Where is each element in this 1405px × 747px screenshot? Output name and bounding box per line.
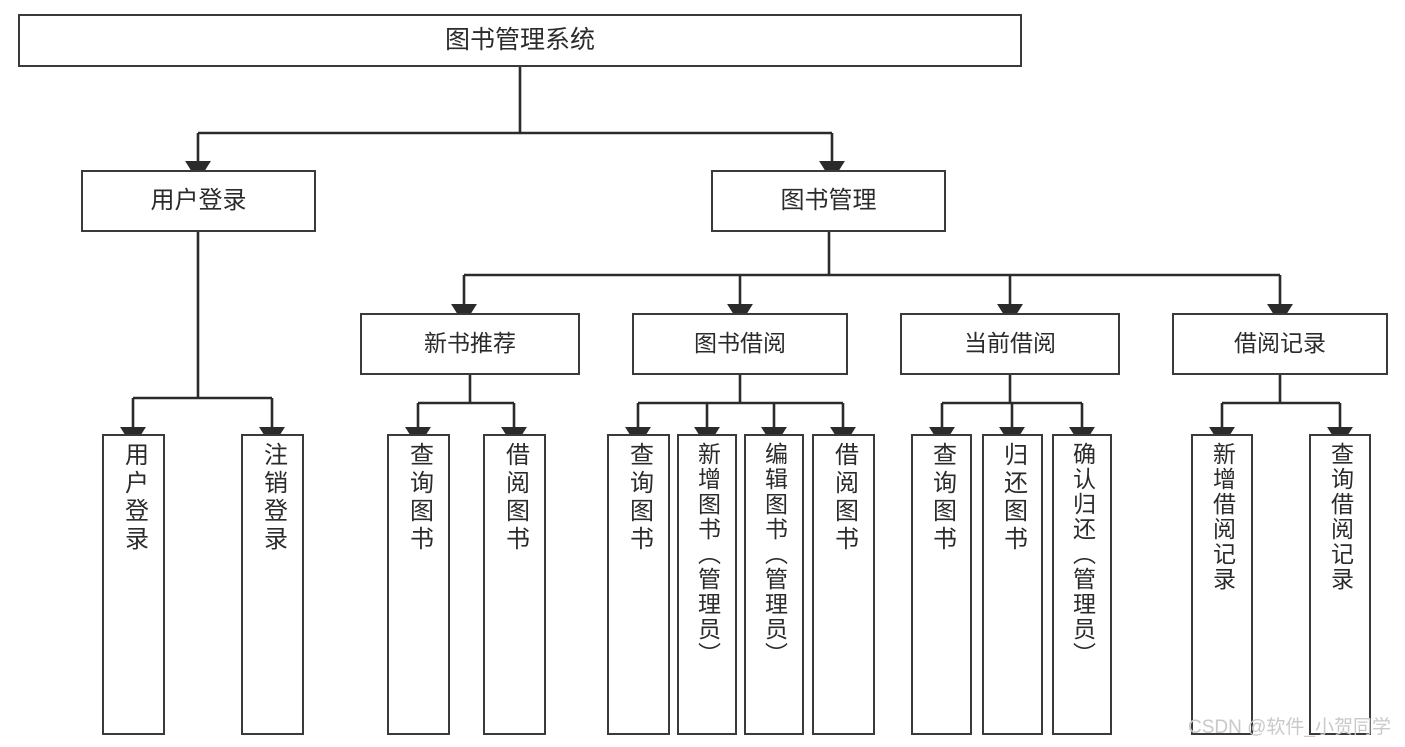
node-label: 新书推荐 [424, 330, 516, 357]
node-label: 新增图书（管理员） [694, 442, 721, 667]
leaf-return-books[interactable]: 归还图书 [982, 434, 1043, 735]
node-label: 当前借阅 [964, 330, 1056, 357]
node-label: 用户登录 [120, 442, 148, 554]
node-label: 借阅图书 [830, 442, 858, 554]
leaf-query-books-borrowing[interactable]: 查询图书 [607, 434, 670, 735]
node-label: 查询图书 [625, 442, 653, 554]
node-book-borrowing[interactable]: 图书借阅 [632, 313, 848, 375]
node-current-borrowing[interactable]: 当前借阅 [900, 313, 1120, 375]
node-label: 查询借阅记录 [1327, 442, 1354, 592]
leaf-query-books-new-recommendation[interactable]: 查询图书 [387, 434, 450, 735]
node-label: 注销登录 [259, 442, 287, 554]
node-borrowing-records[interactable]: 借阅记录 [1172, 313, 1388, 375]
node-label: 用户登录 [150, 186, 247, 214]
leaf-confirm-return-admin[interactable]: 确认归还（管理员） [1052, 434, 1112, 735]
node-user-login[interactable]: 用户登录 [81, 170, 316, 232]
leaf-borrow-books-borrowing[interactable]: 借阅图书 [812, 434, 875, 735]
leaf-logout[interactable]: 注销登录 [241, 434, 304, 735]
leaf-user-login[interactable]: 用户登录 [102, 434, 165, 735]
node-label: 查询图书 [405, 442, 433, 554]
node-label: 借阅记录 [1234, 330, 1326, 357]
leaf-query-borrowing-record[interactable]: 查询借阅记录 [1309, 434, 1371, 735]
node-label: 归还图书 [999, 442, 1027, 554]
leaf-edit-book-admin[interactable]: 编辑图书（管理员） [744, 434, 804, 735]
node-label: 确认归还（管理员） [1069, 442, 1096, 667]
node-book-management[interactable]: 图书管理 [711, 170, 946, 232]
node-root-library-management-system[interactable]: 图书管理系统 [18, 14, 1022, 67]
node-label: 查询图书 [928, 442, 956, 554]
node-label: 编辑图书（管理员） [761, 442, 788, 667]
node-label: 图书借阅 [694, 330, 786, 357]
node-label: 借阅图书 [501, 442, 529, 554]
leaf-query-books-current[interactable]: 查询图书 [911, 434, 972, 735]
leaf-add-borrowing-record[interactable]: 新增借阅记录 [1191, 434, 1253, 735]
node-new-book-recommendation[interactable]: 新书推荐 [360, 313, 580, 375]
node-label: 图书管理 [780, 186, 877, 214]
node-label: 新增借阅记录 [1209, 442, 1236, 592]
csdn-watermark: CSDN @软件_小贺同学 [1188, 717, 1391, 738]
leaf-borrow-books-new-recommendation[interactable]: 借阅图书 [483, 434, 546, 735]
leaf-add-book-admin[interactable]: 新增图书（管理员） [677, 434, 737, 735]
node-label: 图书管理系统 [444, 25, 595, 54]
